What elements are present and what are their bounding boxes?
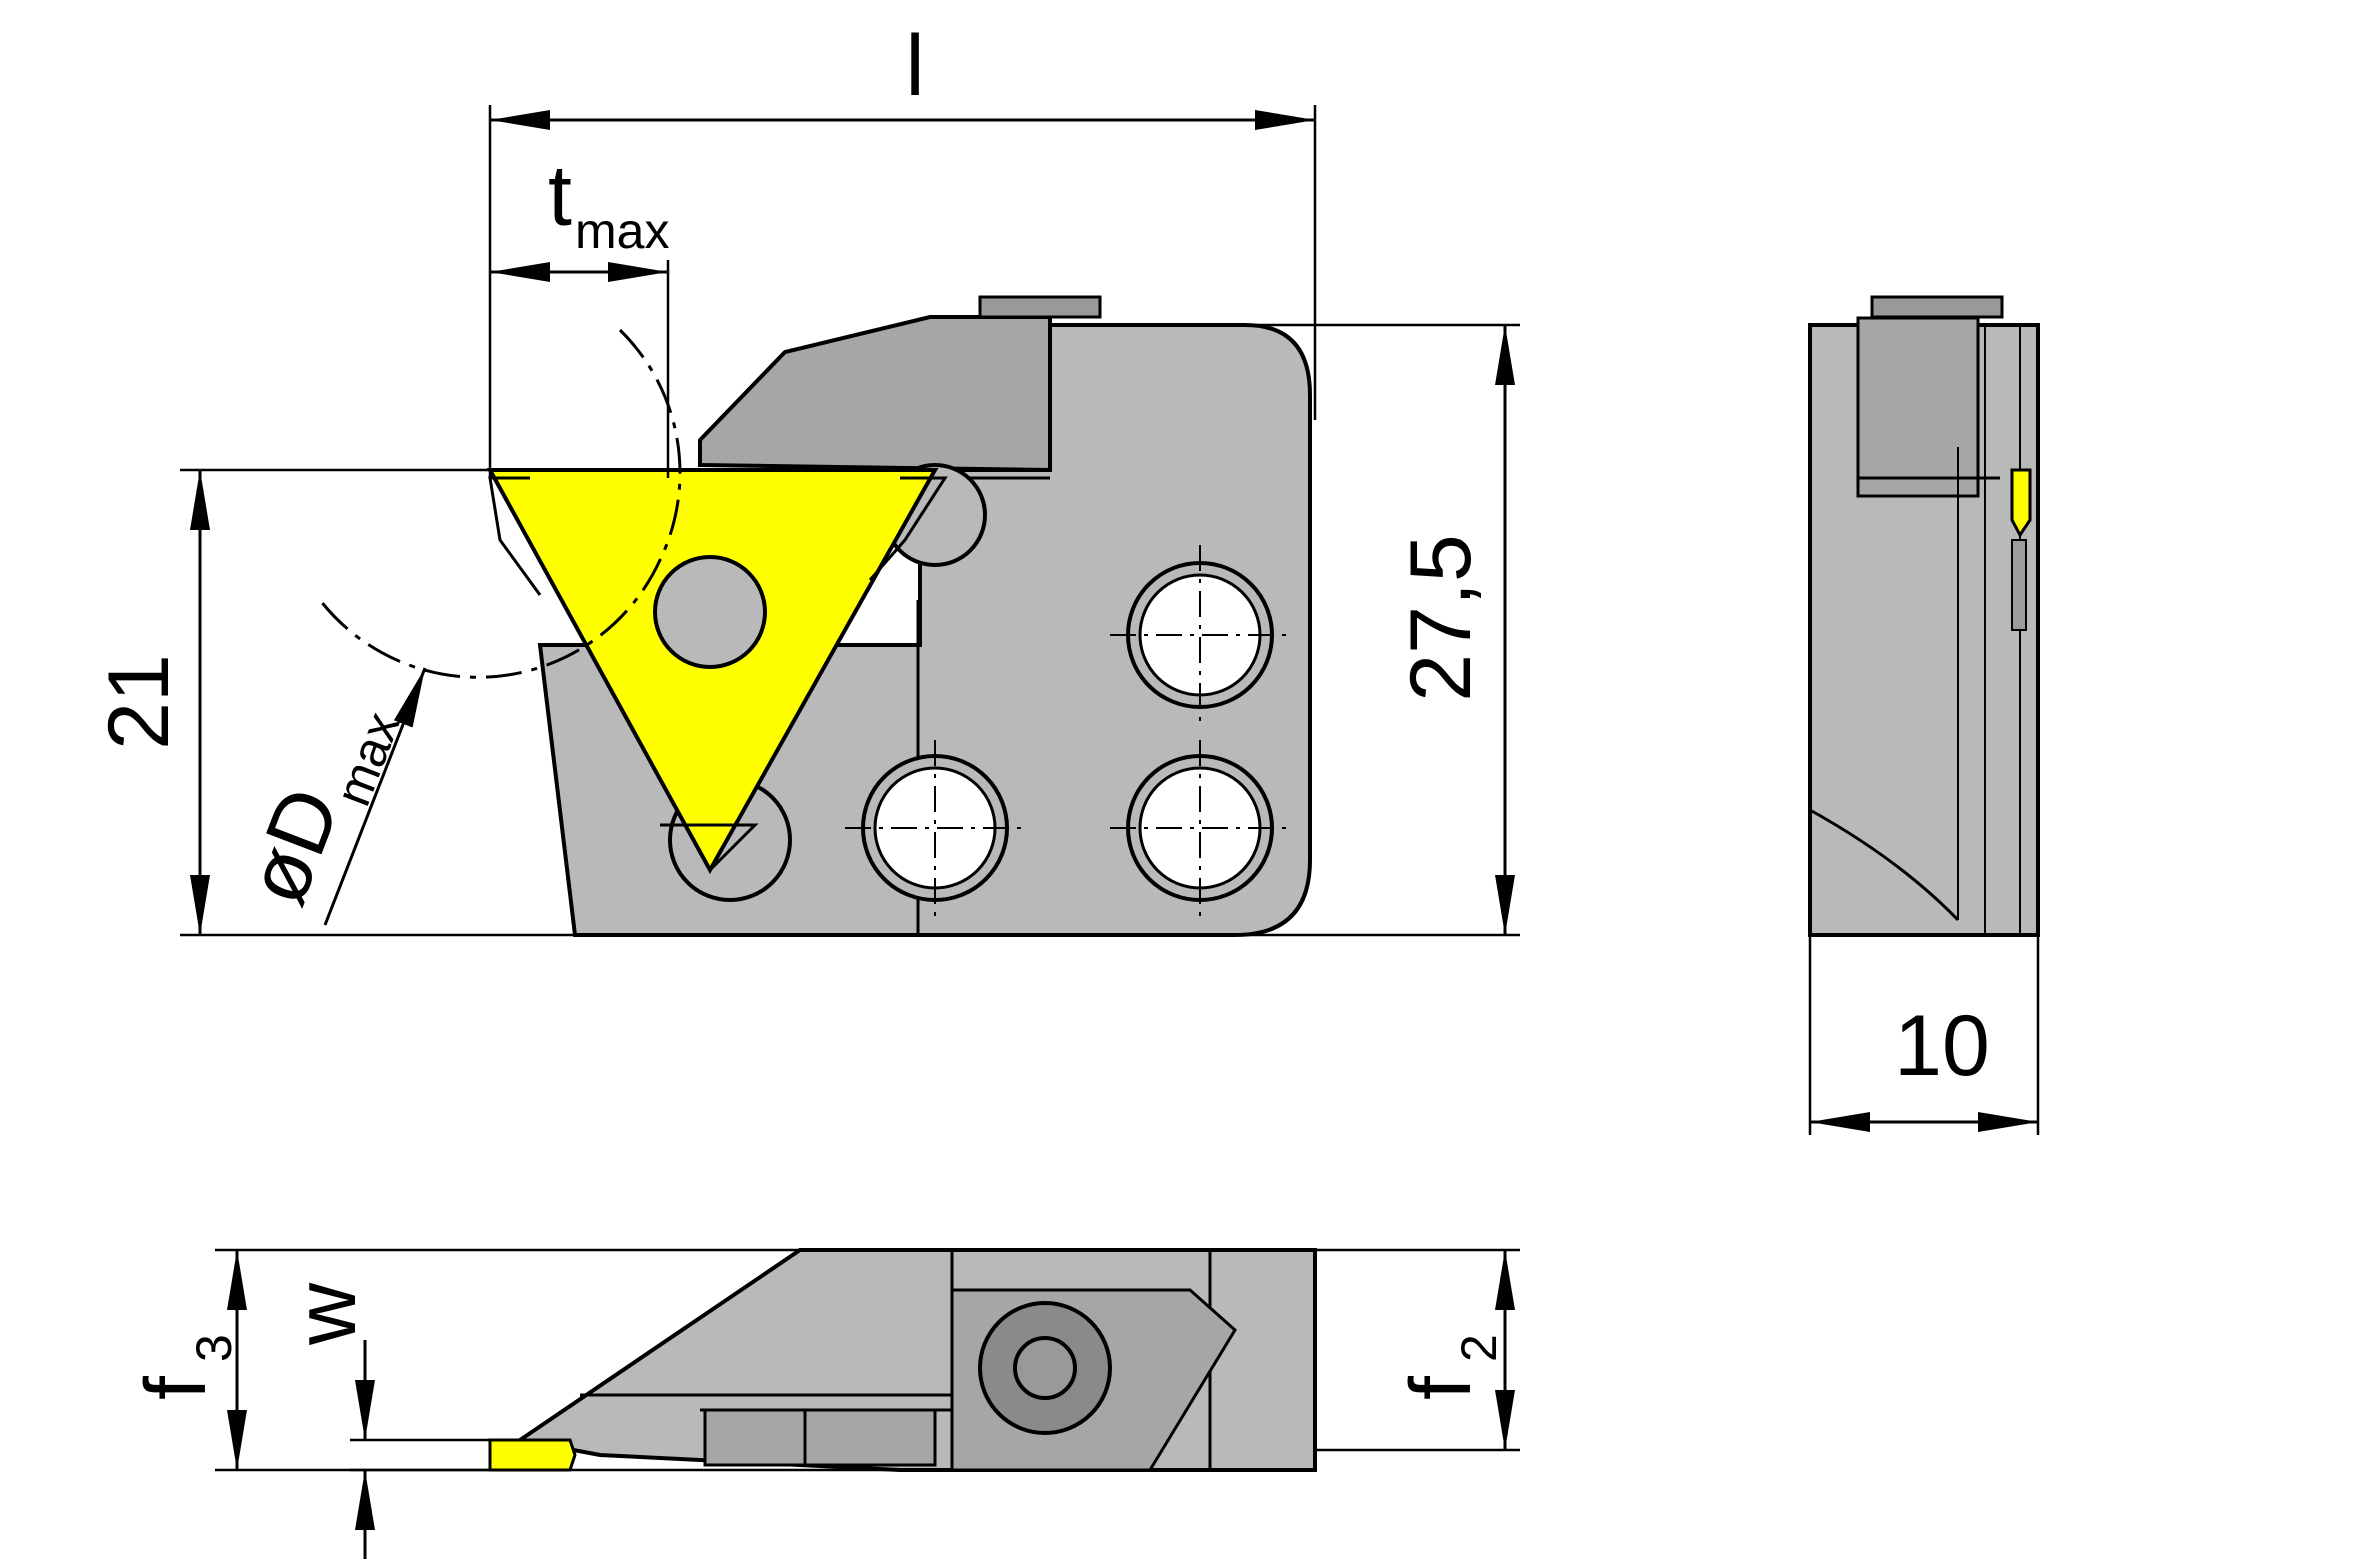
label-f3: f 3 — [128, 1334, 242, 1400]
svg-text:f: f — [128, 1375, 224, 1400]
screw-hole-bottom-right — [1110, 740, 1290, 920]
label-21: 21 — [91, 654, 187, 750]
label-f2: f 2 — [1393, 1334, 1507, 1400]
clamp-screw-head — [978, 295, 1102, 319]
extension-lines — [180, 105, 1520, 937]
label-tmax: t max — [548, 148, 669, 259]
insert — [486, 468, 939, 875]
top-screw-inner — [1013, 1336, 1077, 1400]
label-w: w — [278, 1282, 374, 1346]
screw-hole-bottom-left — [845, 740, 1025, 920]
label-27-5: 27,5 — [1393, 534, 1489, 701]
side-view — [1808, 295, 2040, 937]
top-view — [488, 1248, 1317, 1472]
side-insert — [2010, 468, 2032, 538]
screw-hole-top — [1110, 545, 1290, 725]
svg-text:f: f — [1393, 1375, 1489, 1400]
label-10: 10 — [1894, 998, 1990, 1094]
svg-text:2: 2 — [1451, 1334, 1507, 1362]
top-insert — [488, 1438, 577, 1472]
svg-text:t: t — [548, 148, 572, 244]
top-extension-lines — [215, 1248, 1520, 1472]
svg-text:max: max — [575, 203, 669, 259]
front-view — [318, 295, 1312, 937]
dmax-circle-arc — [318, 328, 682, 679]
insert-hole — [653, 555, 767, 669]
clamp — [698, 315, 1052, 473]
dim-line-dmax — [323, 667, 427, 926]
svg-text:max: max — [325, 705, 411, 813]
svg-text:3: 3 — [186, 1334, 242, 1362]
label-dmax: øD max — [228, 705, 411, 917]
label-l: l — [905, 18, 924, 114]
